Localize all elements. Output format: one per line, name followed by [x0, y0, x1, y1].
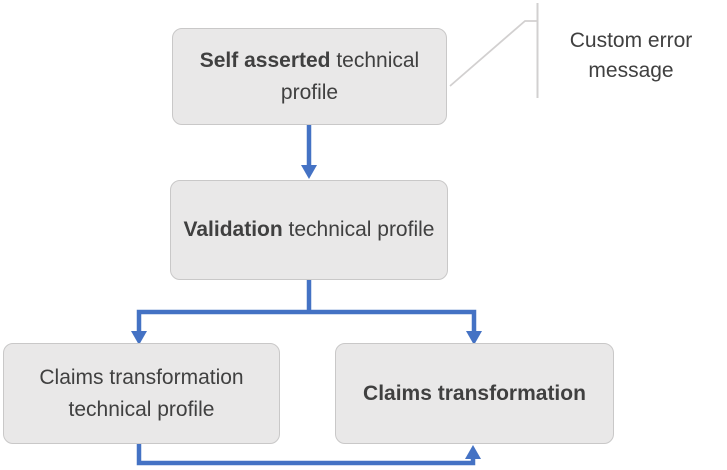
node-label: Claims transformation	[363, 378, 586, 410]
arrowhead-to-claims	[466, 331, 482, 345]
arrowhead-loop-to-claims	[465, 445, 481, 459]
connector-bottom-loop	[136, 444, 476, 466]
node-label: Validation technical profile	[184, 214, 435, 246]
node-claims-transformation-technical-profile: Claims transformation technical profile	[3, 343, 280, 444]
node-label-bold: Self asserted	[199, 49, 331, 72]
connector-branch	[136, 309, 477, 337]
node-label-bold: Claims transformation	[363, 381, 586, 405]
arrowhead-to-validation	[301, 165, 317, 179]
callout-custom-error-message: Custom error message	[569, 29, 693, 83]
node-label: Claims transformation technical profile	[39, 366, 244, 421]
node-validation-technical-profile: Validation technical profile	[170, 180, 448, 280]
node-label-bold: Validation	[183, 218, 283, 242]
callout-leader-line	[449, 20, 537, 87]
node-self-asserted-technical-profile: Self asserted technical profile	[172, 28, 447, 125]
node-label: Self asserted technical profile	[185, 45, 434, 108]
node-label-rest: technical profile	[288, 218, 435, 242]
node-label-rest: technical profile	[280, 49, 420, 104]
arrowhead-to-claims-tp	[131, 331, 147, 345]
node-claims-transformation: Claims transformation	[335, 343, 614, 444]
